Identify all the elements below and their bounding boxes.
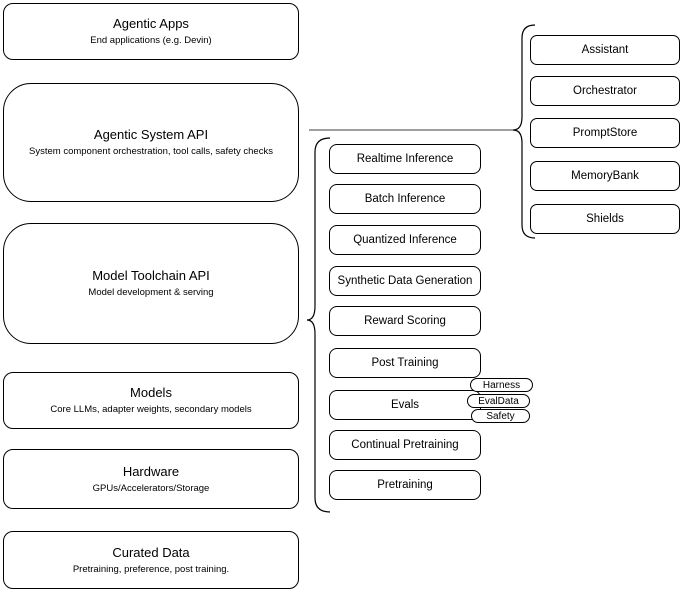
- node-title: Curated Data: [112, 544, 190, 560]
- middle-column-brace: [306, 137, 331, 513]
- node-subtitle: System component orchestration, tool cal…: [29, 146, 273, 157]
- node-memorybank: MemoryBank: [530, 161, 680, 191]
- node-batch-inference: Batch Inference: [329, 184, 481, 214]
- node-evals: Evals: [329, 390, 481, 420]
- node-hardware: Hardware GPUs/Accelerators/Storage: [3, 449, 299, 509]
- node-title: Agentic System API: [93, 127, 209, 142]
- node-title: Hardware: [122, 463, 180, 479]
- tag-harness: Harness: [470, 378, 533, 392]
- node-title: Agentic Apps: [113, 16, 189, 31]
- node-title: Models: [130, 385, 172, 400]
- node-assistant: Assistant: [530, 35, 680, 65]
- node-title: Model Toolchain API: [92, 268, 210, 283]
- node-continual-pretraining: Continual Pretraining: [329, 430, 481, 460]
- node-post-training: Post Training: [329, 348, 481, 378]
- node-subtitle: Core LLMs, adapter weights, secondary mo…: [50, 404, 252, 415]
- node-agentic-apps: Agentic Apps End applications (e.g. Devi…: [3, 3, 299, 60]
- node-synthetic-data-generation: Synthetic Data Generation: [329, 266, 481, 296]
- node-subtitle: Pretraining, preference, post training.: [72, 563, 230, 575]
- node-reward-scoring: Reward Scoring: [329, 306, 481, 336]
- node-realtime-inference: Realtime Inference: [329, 144, 481, 174]
- node-model-toolchain-api: Model Toolchain API Model development & …: [3, 223, 299, 344]
- node-subtitle: Model development & serving: [88, 287, 214, 298]
- node-shields: Shields: [530, 204, 680, 234]
- node-subtitle: GPUs/Accelerators/Storage: [92, 482, 210, 494]
- node-subtitle: End applications (e.g. Devin): [90, 35, 212, 46]
- node-promptstore: PromptStore: [530, 118, 680, 148]
- tag-safety: Safety: [471, 409, 530, 423]
- node-agentic-system-api: Agentic System API System component orch…: [3, 83, 299, 202]
- tag-evaldata: EvalData: [467, 394, 530, 408]
- node-pretraining: Pretraining: [329, 470, 481, 500]
- node-models: Models Core LLMs, adapter weights, secon…: [3, 372, 299, 429]
- node-quantized-inference: Quantized Inference: [329, 225, 481, 255]
- node-orchestrator: Orchestrator: [530, 76, 680, 106]
- node-curated-data: Curated Data Pretraining, preference, po…: [3, 531, 299, 589]
